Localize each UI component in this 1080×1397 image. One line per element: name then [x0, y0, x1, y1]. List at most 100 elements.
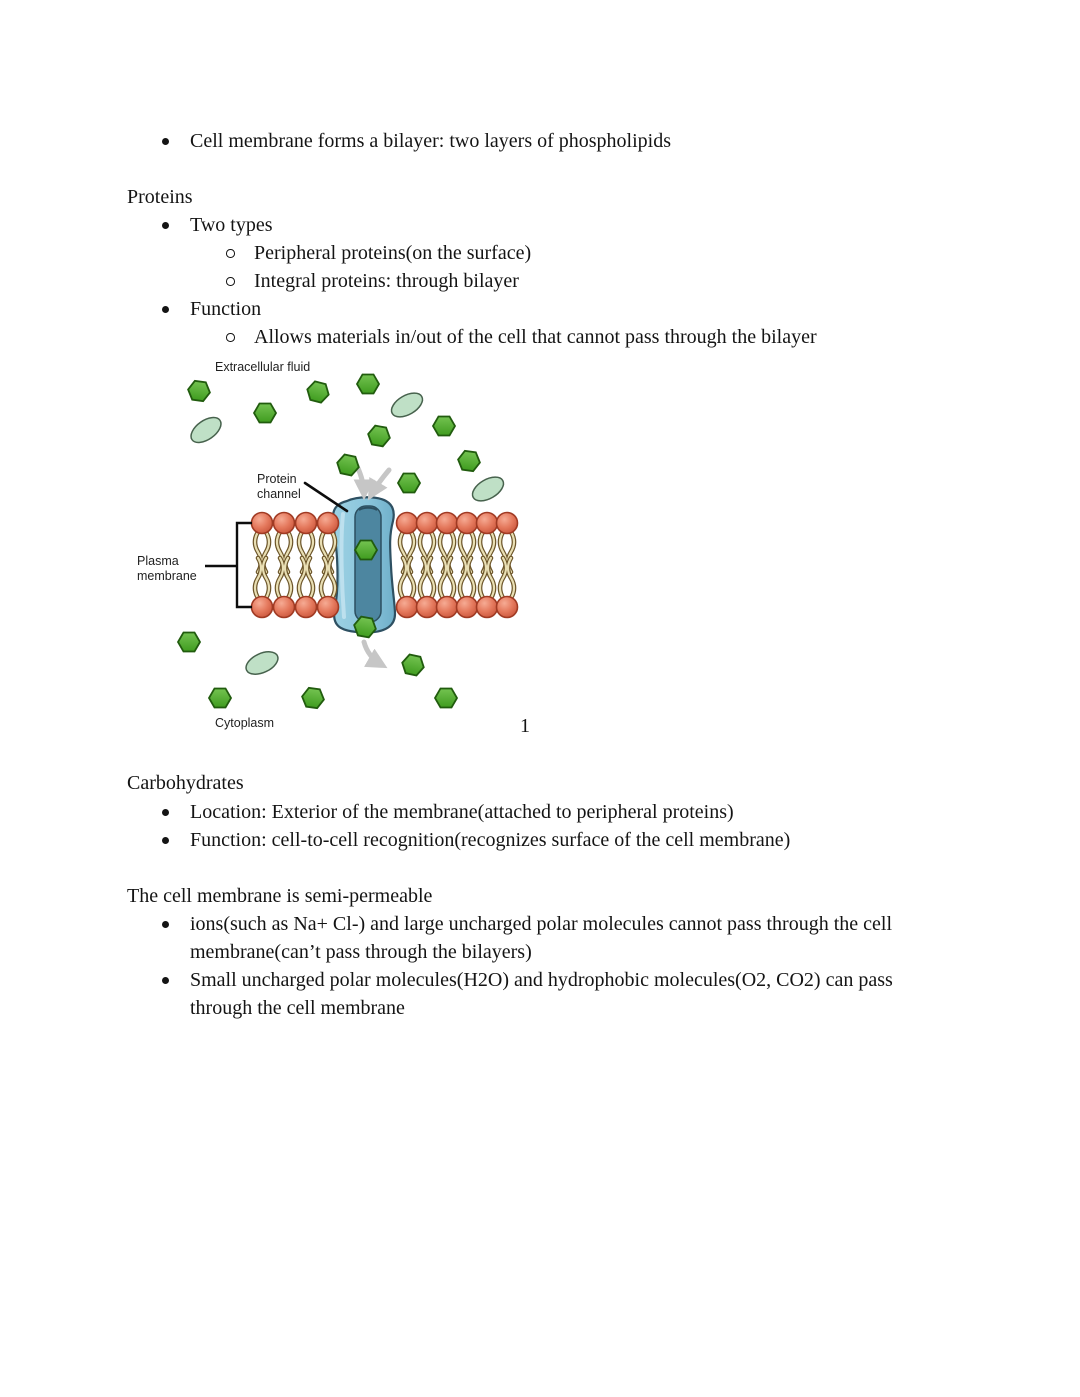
bullet-dot-icon — [162, 808, 169, 816]
bullet-text: Cell membrane forms a bilayer: two layer… — [190, 130, 672, 152]
bullet-dot-icon — [162, 976, 169, 984]
membrane-diagram[interactable]: Extracellular fluid Protein channel Plas… — [130, 352, 545, 737]
membrane-diagram-svg: Extracellular fluid Protein channel Plas… — [137, 360, 519, 730]
section-heading-carbohydrates: Carbohydrates — [127, 772, 244, 794]
arrow-out-of-channel-icon — [361, 639, 388, 669]
lipid-head — [272, 511, 296, 535]
hexagon-solute-icon — [365, 423, 393, 449]
bullet-text: Integral proteins: through bilayer — [254, 270, 519, 292]
bullet-item: Integral proteins: through bilayer — [226, 267, 519, 295]
lipid-head — [294, 511, 318, 535]
plasma-membrane-bracket — [235, 521, 252, 609]
bullet-item: Peripheral proteins(on the surface) — [226, 239, 532, 267]
hexagon-solute-icon — [185, 379, 213, 403]
hexagon-solute-icon — [334, 452, 362, 478]
phospholipid — [316, 511, 340, 619]
bullet-dot-icon — [162, 836, 169, 844]
diagram-annotations: Extracellular fluid Protein channel Plas… — [137, 360, 349, 730]
lipid-head — [455, 511, 479, 535]
protein-channel-label: channel — [257, 487, 301, 501]
bullet-item: Function: cell-to-cell recognition(recog… — [162, 826, 791, 854]
bullet-item: Location: Exterior of the membrane(attac… — [162, 798, 734, 826]
section-heading-proteins: Proteins — [127, 186, 193, 208]
lipid-head — [435, 595, 459, 619]
phospholipid — [495, 511, 519, 619]
oval-molecule-icon — [245, 651, 279, 675]
page-number: 1 — [520, 715, 530, 737]
lipid-head — [415, 511, 439, 535]
arrow-into-channel-icon — [353, 463, 375, 501]
hexagon-solute-icon — [177, 631, 201, 653]
lipid-head — [272, 595, 296, 619]
phospholipid-bilayer — [250, 511, 519, 619]
bullet-item: Function — [162, 295, 262, 323]
lipid-head — [316, 595, 340, 619]
bullet-item: Allows materials in/out of the cell that… — [226, 323, 817, 351]
bullet-circle-icon — [226, 333, 235, 342]
lipid-head — [435, 511, 459, 535]
bullet-text: Location: Exterior of the membrane(attac… — [190, 801, 734, 823]
bullet-text: ions(such as Na+ Cl-) and large uncharge… — [190, 913, 893, 935]
bullet-text: Function: cell-to-cell recognition(recog… — [190, 829, 791, 851]
bullet-item-continuation: membrane(can’t pass through the bilayers… — [190, 938, 532, 966]
hexagon-solute-icon — [299, 686, 327, 710]
bullet-text: membrane(can’t pass through the bilayers… — [190, 941, 532, 963]
bullet-dot-icon — [162, 221, 169, 229]
lipid-head — [475, 511, 499, 535]
protein-channel-pointer-line — [303, 481, 349, 513]
bullet-text: Allows materials in/out of the cell that… — [254, 326, 817, 348]
phospholipid — [250, 511, 274, 619]
section-heading-semipermeable: The cell membrane is semi-permeable — [127, 885, 433, 907]
hexagon-solute-icon — [304, 379, 332, 405]
cytoplasm-label: Cytoplasm — [215, 716, 274, 730]
hexagon-solute-icon — [208, 687, 232, 709]
hexagon-solute-icon — [455, 449, 483, 473]
hexagon-solute-icon — [397, 472, 421, 494]
bullet-dot-icon — [162, 137, 169, 145]
hexagon-solute-icon — [434, 687, 458, 709]
bullet-item: Two types — [162, 211, 273, 239]
bullet-item-continuation: through the cell membrane — [190, 994, 405, 1022]
phospholipid — [395, 511, 419, 619]
bullet-text: Peripheral proteins(on the surface) — [254, 242, 532, 264]
lipid-head — [250, 511, 274, 535]
lipid-head — [475, 595, 499, 619]
extracellular-fluid-label: Extracellular fluid — [215, 360, 310, 374]
plasma-membrane-label: membrane — [137, 569, 197, 583]
oval-molecule-icon — [471, 476, 505, 502]
hexagon-solute-icon — [253, 402, 277, 424]
protein-channel-label: Protein — [257, 472, 297, 486]
phospholipid — [294, 511, 318, 619]
bullet-circle-icon — [226, 249, 235, 258]
lipid-head — [495, 511, 519, 535]
lipid-head — [250, 595, 274, 619]
phospholipid — [435, 511, 459, 619]
bullet-circle-icon — [226, 277, 235, 286]
bullet-item: Small uncharged polar molecules(H2O) and… — [162, 966, 893, 994]
phospholipid — [475, 511, 499, 619]
bullet-item: ions(such as Na+ Cl-) and large uncharge… — [162, 910, 893, 938]
bullet-text: Function — [190, 298, 262, 320]
molecules — [177, 373, 505, 710]
hexagon-solute-icon — [399, 652, 427, 678]
lipid-head — [415, 595, 439, 619]
arrow-into-channel-icon — [367, 467, 392, 501]
oval-molecule-icon — [190, 416, 222, 444]
bullet-dot-icon — [162, 920, 169, 928]
phospholipid — [455, 511, 479, 619]
bullet-item: Cell membrane forms a bilayer: two layer… — [162, 127, 672, 155]
bullet-text: Two types — [190, 214, 273, 236]
hexagon-solute-icon — [432, 415, 456, 437]
hexagon-solute-icon — [356, 373, 380, 395]
phospholipid — [415, 511, 439, 619]
lipid-head — [294, 595, 318, 619]
bullet-text: Small uncharged polar molecules(H2O) and… — [190, 969, 893, 991]
bullet-dot-icon — [162, 305, 169, 313]
plasma-membrane-label: Plasma — [137, 554, 179, 568]
phospholipid — [272, 511, 296, 619]
hexagon-solute-icon — [354, 539, 378, 561]
oval-molecule-icon — [390, 392, 424, 418]
lipid-head — [395, 595, 419, 619]
protein-channel-shape — [331, 496, 397, 634]
